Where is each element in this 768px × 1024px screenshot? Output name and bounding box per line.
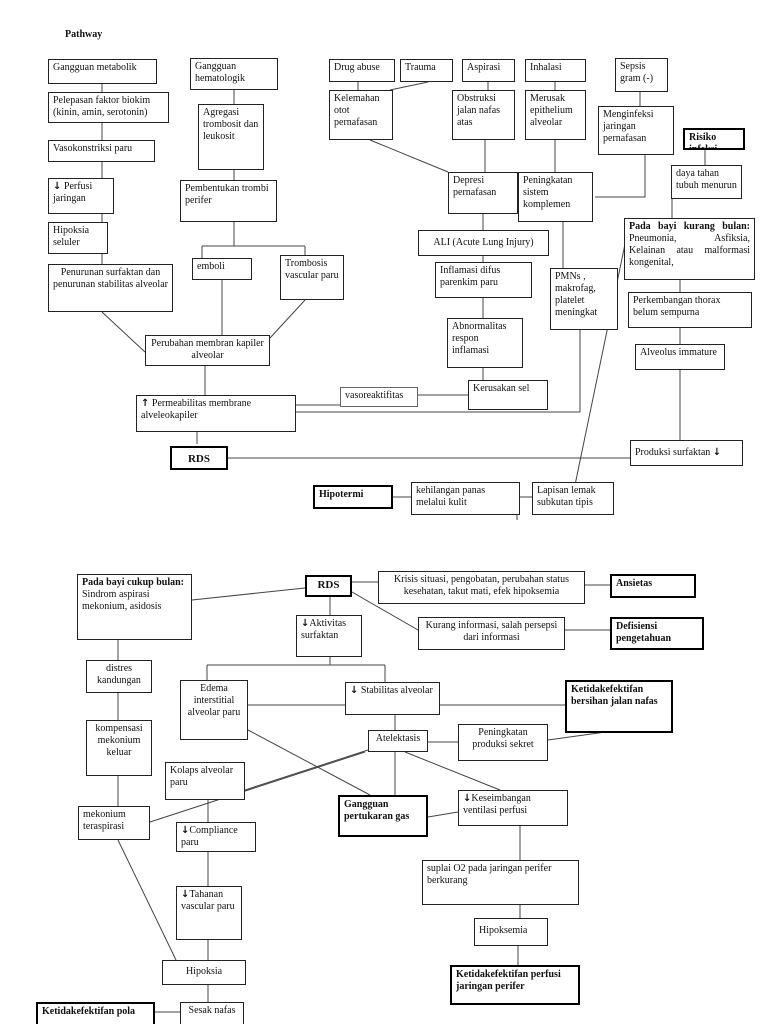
perfusi-label: Perfusi jaringan bbox=[53, 181, 93, 204]
box-permeabilitas: ↑ Permeabilitas membrane alveleokapiler bbox=[136, 395, 296, 432]
box-inhalasi: Inhalasi bbox=[525, 59, 586, 82]
box-krisis: Krisis situasi, pengobatan, perubahan st… bbox=[378, 571, 585, 604]
box-suplai: suplai O2 pada jaringan perifer berkuran… bbox=[422, 860, 579, 905]
produksi-label: Produksi surfaktan bbox=[635, 447, 711, 458]
box-perubahan-membran: Perubahan membran kapiler alveolar bbox=[145, 335, 270, 366]
box-kurang-informasi: Kurang informasi, salah persepsi dari in… bbox=[418, 617, 565, 650]
box-kerusakan: Kerusakan sel bbox=[468, 380, 548, 410]
box-vasoreaktifitas: vasoreaktifitas bbox=[340, 387, 418, 407]
bayi-kurang-text: Pneumonia, Asfiksia, Kelainan atau malfo… bbox=[629, 233, 750, 268]
box-sesak-nafas: Sesak nafas bbox=[180, 1002, 244, 1024]
box-ketidakefektifan-perfusi: Ketidakefektifan perfusi jaringan perife… bbox=[450, 965, 580, 1005]
box-perkembangan-thorax: Perkembangan thorax belum sempurna bbox=[628, 292, 752, 328]
box-ketidakefektifan-bersihan: Ketidakefektifan bersihan jalan nafas bbox=[565, 680, 673, 733]
page-title: Pathway bbox=[65, 29, 103, 40]
box-pelepasan-faktor: Pelepasan faktor biokim (kinin, amin, se… bbox=[48, 92, 169, 123]
box-peningkatan-komplemen: Peningkatan sistem komplemen bbox=[518, 172, 593, 222]
box-produksi-surfaktan: Produksi surfaktan ↓ bbox=[630, 440, 743, 466]
arrow-down-icon: ↓ bbox=[53, 181, 62, 192]
arrow-down-icon: ↓ bbox=[301, 618, 310, 629]
arrow-up-icon: ↑ bbox=[141, 398, 150, 409]
box-depresi: Depresi pernafasan bbox=[448, 172, 518, 214]
box-edema: Edema interstitial alveolar paru bbox=[180, 680, 248, 740]
box-distres: distres kandungan bbox=[86, 660, 152, 693]
box-pembentukan-trombi: Pembentukan trombi perifer bbox=[180, 180, 277, 222]
box-hipoksemia: Hipoksemia bbox=[474, 918, 548, 946]
arrow-down-icon: ↓ bbox=[350, 685, 359, 696]
box-stabilitas: ↓ Stabilitas alveolar bbox=[345, 682, 440, 715]
box-defisiensi: Defisiensi pengetahuan bbox=[610, 617, 704, 650]
box-gangguan-hematologik: Gangguan hematologik bbox=[190, 58, 278, 90]
arrow-down-icon: ↓ bbox=[181, 825, 190, 836]
stabilitas-label: Stabilitas alveolar bbox=[360, 685, 433, 696]
box-lapisan-lemak: Lapisan lemak subkutan tipis bbox=[532, 482, 614, 515]
tahanan-label: Tahanan vascular paru bbox=[181, 889, 235, 912]
box-gangguan-pertukaran: Gangguan pertukaran gas bbox=[338, 795, 428, 837]
box-kelemahan-otot: Kelemahan otot pernafasan bbox=[329, 90, 393, 140]
box-perfusi-jaringan: ↓ Perfusi jaringan bbox=[48, 178, 114, 214]
box-risiko-infeksi: Risiko infeksi bbox=[683, 128, 745, 150]
arrow-down-icon: ↓ bbox=[181, 889, 190, 900]
box-kolaps: Kolaps alveolar paru bbox=[165, 762, 245, 800]
box-kehilangan-panas: kehilangan panas melalui kulit bbox=[411, 482, 520, 515]
bayi-cukup-text: Sindrom aspirasi mekonium, asidosis bbox=[82, 589, 162, 612]
box-alveolus: Alveolus immature bbox=[635, 344, 725, 370]
box-obstruksi: Obstruksi jalan nafas atas bbox=[452, 90, 515, 140]
box-ali: ALI (Acute Lung Injury) bbox=[418, 230, 549, 256]
box-ketidakefektifan-pola: Ketidakefektifan pola bbox=[36, 1002, 155, 1024]
box-menginfeksi: Menginfeksi jaringan pernafasan bbox=[598, 106, 674, 155]
arrow-down-icon: ↓ bbox=[463, 793, 472, 804]
box-hipotermi: Hipotermi bbox=[313, 485, 393, 509]
box-abnormalitas: Abnormalitas respon inflamasi bbox=[447, 318, 523, 368]
box-aspirasi: Aspirasi bbox=[462, 59, 515, 82]
box-drug-abuse: Drug abuse bbox=[329, 59, 395, 82]
aktivitas-label: Aktivitas surfaktan bbox=[301, 618, 347, 641]
box-trombosis: Trombosis vascular paru bbox=[280, 255, 344, 300]
box-ansietas: Ansietas bbox=[610, 574, 696, 598]
box-rds-top: RDS bbox=[170, 446, 228, 470]
box-pmns: PMNs , makrofag, platelet meningkat bbox=[550, 268, 618, 330]
box-vasokonstriksi: Vasokonstriksi paru bbox=[48, 140, 155, 162]
bayi-kurang-heading: Pada bayi kurang bulan: bbox=[629, 221, 750, 232]
box-emboli: emboli bbox=[192, 258, 252, 280]
permeabilitas-label: Permeabilitas membrane alveleokapiler bbox=[141, 398, 252, 421]
compliance-label: Compliance paru bbox=[181, 825, 238, 848]
box-compliance: ↓Compliance paru bbox=[176, 822, 256, 852]
box-penurunan-surfaktan: Penurunan surfaktan dan penurunan stabil… bbox=[48, 264, 173, 312]
box-bayi-cukup-bulan: Pada bayi cukup bulan: Sindrom aspirasi … bbox=[77, 574, 192, 640]
box-sepsis: Sepsis gram (-) bbox=[615, 58, 668, 92]
box-merusak: Merusak epithelium alveolar bbox=[525, 90, 586, 140]
box-hipoksia-seluler: Hipoksia seluler bbox=[48, 222, 108, 254]
box-mekonium: mekonium teraspirasi bbox=[78, 806, 150, 840]
box-aktivitas-surfaktan: ↓Aktivitas surfaktan bbox=[296, 615, 362, 657]
box-kompensasi: kompensasi mekonium keluar bbox=[86, 720, 152, 776]
box-peningkatan-sekret: Peningkatan produksi sekret bbox=[458, 724, 548, 761]
box-atelektasis: Atelektasis bbox=[368, 730, 428, 752]
box-hipoksia: Hipoksia bbox=[162, 960, 246, 985]
box-gangguan-metabolik: Gangguan metabolik bbox=[48, 59, 157, 84]
arrow-down-icon: ↓ bbox=[712, 447, 722, 458]
keseimbangan-label: Keseimbangan ventilasi perfusi bbox=[463, 793, 531, 816]
box-agregasi: Agregasi trombosit dan leukosit bbox=[198, 104, 264, 170]
box-inflamasi: Inflamasi difus parenkim paru bbox=[435, 262, 532, 298]
box-tahanan: ↓Tahanan vascular paru bbox=[176, 886, 242, 940]
box-bayi-kurang-bulan: Pada bayi kurang bulan: Pneumonia, Asfik… bbox=[624, 218, 755, 280]
box-daya-tahan: daya tahan tubuh menurun bbox=[671, 165, 742, 199]
box-rds-bottom: RDS bbox=[305, 575, 352, 597]
box-keseimbangan: ↓Keseimbangan ventilasi perfusi bbox=[458, 790, 568, 826]
box-trauma: Trauma bbox=[400, 59, 453, 82]
bayi-cukup-heading: Pada bayi cukup bulan: bbox=[82, 577, 184, 588]
